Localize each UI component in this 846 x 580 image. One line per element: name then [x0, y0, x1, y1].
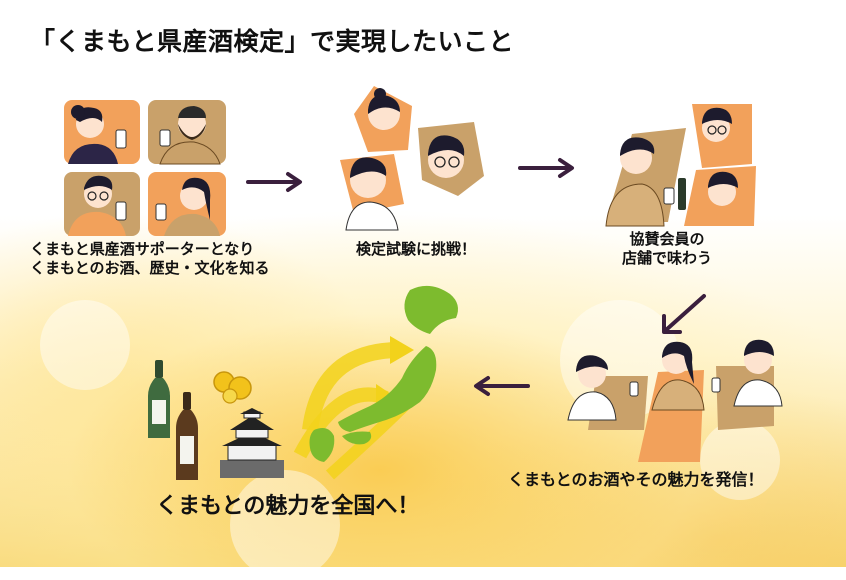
castle-icon [220, 408, 284, 478]
citrus-fruit-icon [213, 371, 252, 404]
bokeh-light [700, 420, 780, 500]
japan-map-icon [293, 285, 458, 480]
step5-caption: くまもとの魅力を全国へ！ [156, 494, 420, 519]
step1-caption-line2: くまもとのお酒、歴史・文化を知る [30, 259, 270, 277]
step3-caption: 協賛会員の 店舗で味わう [622, 230, 712, 268]
member-store-illustration [605, 104, 756, 227]
page-title: 「くまもと県産酒検定」で実現したいこと [30, 27, 515, 56]
step2-caption: 検定試験に挑戦！ [356, 240, 477, 258]
step3-caption-line1: 協賛会員の [629, 230, 705, 248]
step4-caption: くまもとのお酒やその魅力を発信！ [508, 470, 764, 489]
step3-caption-line2: 店舗で味わう [622, 249, 713, 267]
sake-bottle-icon [176, 392, 198, 480]
supporters-illustration [64, 100, 226, 236]
step1-caption: くまもと県産酒サポーターとなり くまもとのお酒、歴史・文化を知る [30, 240, 270, 278]
arrow-right-icon [246, 172, 302, 192]
exam-challenge-illustration [340, 86, 484, 231]
arrow-left-icon [474, 376, 530, 396]
bokeh-light [40, 300, 130, 390]
sake-bottle-icon [148, 360, 170, 438]
arrow-down-left-icon [662, 294, 706, 334]
background-gradient [0, 0, 846, 567]
arrow-right-icon [518, 158, 574, 178]
step1-caption-line1: くまもと県産酒サポーターとなり [30, 240, 255, 258]
share-illustration [567, 339, 783, 462]
bokeh-light [230, 470, 340, 580]
